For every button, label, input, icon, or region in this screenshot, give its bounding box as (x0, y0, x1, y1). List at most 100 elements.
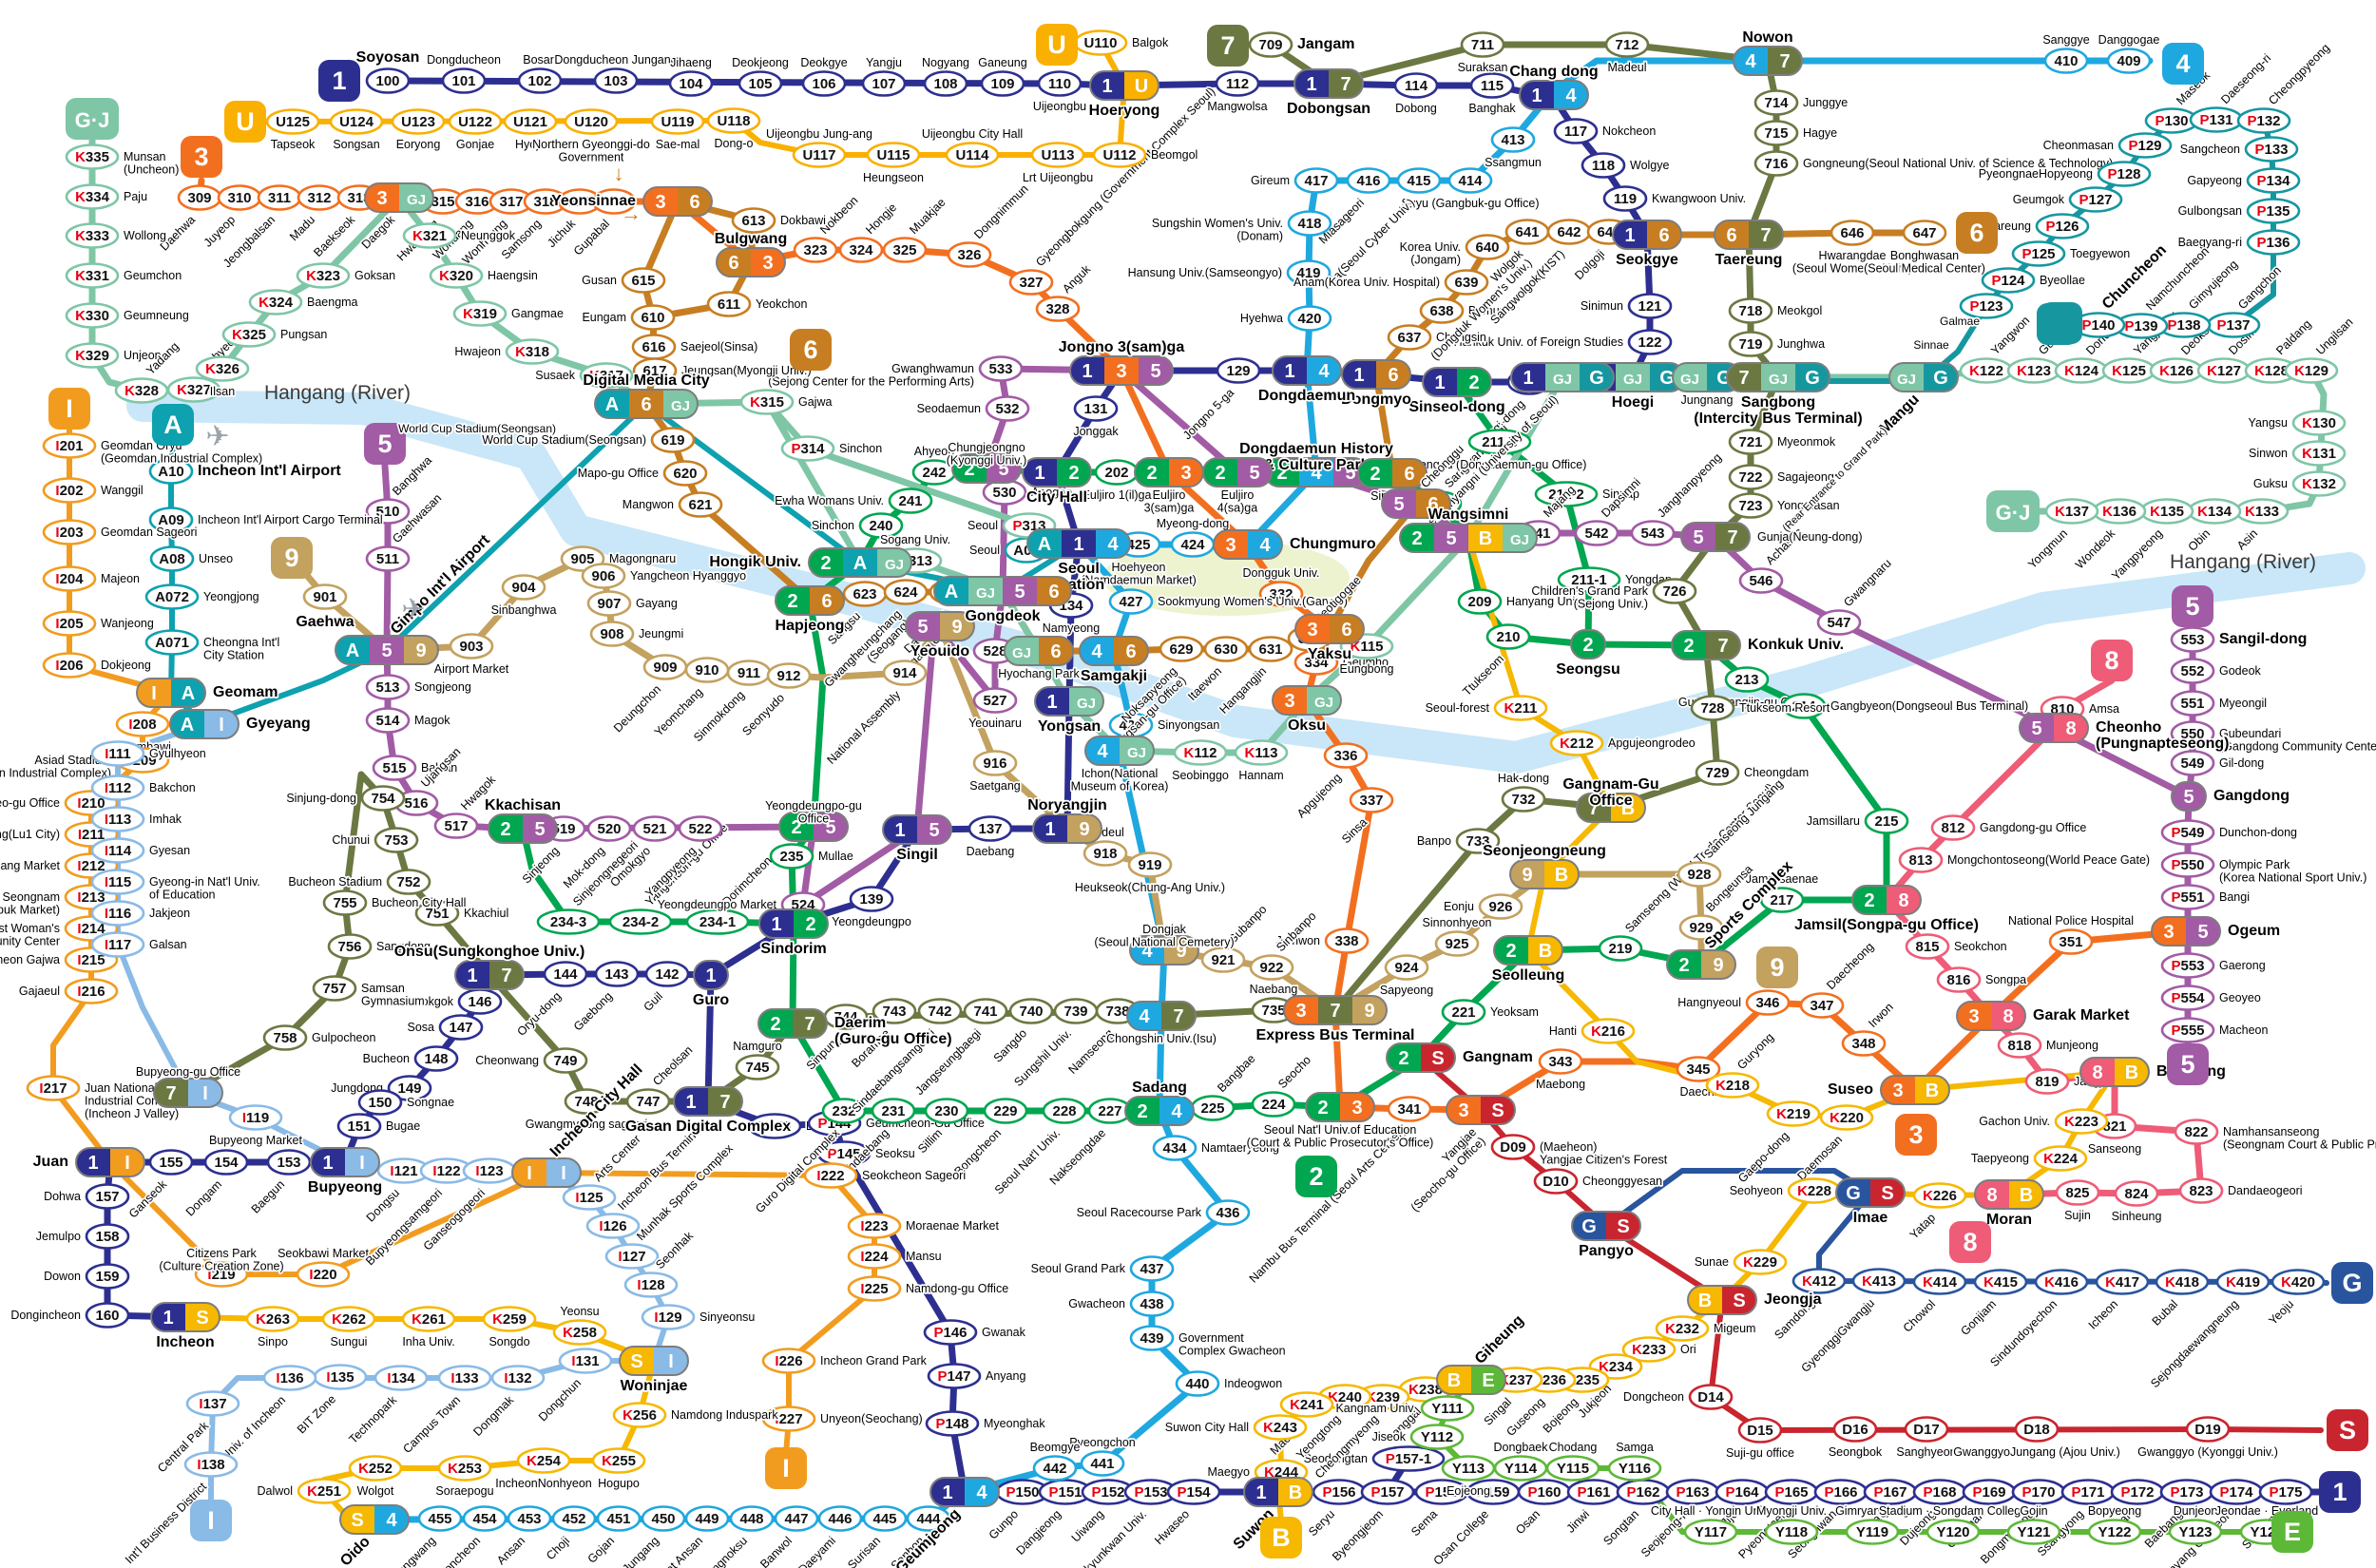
station-424: 424 (1170, 531, 1216, 558)
svg-text:G: G (1805, 368, 1820, 389)
svg-text:740: 740 (1019, 1004, 1043, 1020)
station-455: 455 (417, 1505, 463, 1532)
station-label: Seo-gu Office (0, 796, 60, 810)
svg-text:P159: P159 (1476, 1484, 1509, 1501)
station-312: 312 (297, 184, 342, 211)
svg-text:A071: A071 (155, 635, 189, 651)
svg-text:323: 323 (803, 242, 827, 258)
station-label: Myeonmok (1777, 435, 1836, 449)
svg-text:GJ: GJ (1769, 372, 1788, 388)
svg-text:6: 6 (689, 192, 699, 213)
station-429: 429 (1108, 712, 1154, 738)
svg-text:7: 7 (719, 1092, 730, 1113)
svg-text:1: 1 (322, 1153, 333, 1174)
svg-text:9: 9 (1770, 953, 1784, 982)
station-924: 924 (1384, 954, 1429, 981)
station-label: Inha Univ. (402, 1335, 454, 1348)
station-438: 438 (1129, 1291, 1175, 1317)
svg-text:6: 6 (641, 394, 651, 415)
svg-text:P128: P128 (2107, 166, 2140, 182)
station-436: 436 (1205, 1199, 1251, 1226)
svg-text:K134: K134 (2197, 504, 2232, 520)
svg-text:6: 6 (1658, 225, 1669, 246)
station-Y115: Y115 (1545, 1455, 1600, 1482)
station-K228: K228 (1787, 1177, 1842, 1204)
station-I126: I126 (585, 1213, 641, 1239)
station-label: Songnae (407, 1096, 454, 1109)
svg-text:Y120: Y120 (1936, 1524, 1969, 1540)
svg-text:410: 410 (2054, 53, 2078, 69)
svg-text:K417: K417 (2105, 1274, 2139, 1291)
station-K259: K259 (482, 1306, 537, 1332)
station-I115: I115 (90, 869, 145, 895)
svg-text:318: 318 (533, 194, 557, 210)
station-P162: P162 (1616, 1479, 1671, 1505)
svg-text:GJ: GJ (1553, 372, 1572, 388)
station-label: Bangi (2219, 890, 2250, 904)
svg-text:P169: P169 (1972, 1484, 2005, 1501)
station-label: Yeouido (910, 643, 969, 660)
svg-text:3: 3 (762, 253, 773, 274)
svg-text:K219: K219 (1776, 1106, 1811, 1122)
station-K416: K416 (2034, 1269, 2089, 1295)
svg-text:735: 735 (1261, 1003, 1285, 1019)
svg-text:G·J: G·J (75, 108, 110, 132)
station-K134: K134 (2187, 498, 2242, 525)
svg-text:5: 5 (381, 641, 392, 661)
station-label: Majeon (101, 572, 140, 585)
station-label: Junghwa (1777, 337, 1825, 351)
station-K329: K329 (65, 342, 120, 369)
svg-text:I: I (207, 1506, 215, 1535)
svg-text:437: 437 (1140, 1261, 1163, 1277)
station-A09: A09 (148, 507, 194, 533)
station-label: Sinimun (1581, 299, 1623, 313)
svg-text:440: 440 (1185, 1376, 1209, 1392)
station-K113: K113 (1234, 739, 1289, 766)
svg-text:P130: P130 (2155, 113, 2188, 129)
station-label: Hyehwa (1240, 312, 1283, 325)
station-label: Songsan (333, 138, 379, 151)
svg-text:I111: I111 (105, 746, 131, 762)
svg-text:5: 5 (534, 819, 545, 840)
svg-text:3: 3 (1284, 691, 1294, 712)
svg-text:214: 214 (1792, 698, 1816, 715)
station-D19: D19 (2185, 1416, 2231, 1443)
svg-text:337: 337 (1359, 793, 1383, 809)
station-K127: K127 (2196, 357, 2251, 384)
line-badge-I: I (190, 1500, 232, 1541)
svg-text:211-1: 211-1 (1571, 572, 1607, 588)
station-label: Geumneung (124, 309, 189, 322)
station-758: 758 (262, 1024, 308, 1051)
svg-text:I134: I134 (387, 1370, 415, 1386)
station-K414: K414 (1912, 1269, 1967, 1295)
svg-text:547: 547 (1827, 615, 1850, 631)
station-label: Amsa (2089, 702, 2119, 716)
station-label: Baegyang-ri (2178, 236, 2242, 249)
station-label: Godeok (2219, 664, 2262, 678)
station-Y119: Y119 (1845, 1519, 1900, 1545)
svg-text:242: 242 (922, 465, 946, 481)
svg-text:1: 1 (1523, 368, 1533, 389)
svg-text:438: 438 (1140, 1296, 1163, 1312)
station-label: Nogyang (922, 56, 969, 69)
station-label: Seoksu (875, 1147, 915, 1160)
svg-text:5: 5 (377, 430, 392, 458)
svg-text:I114: I114 (105, 843, 132, 859)
station-K420: K420 (2271, 1269, 2326, 1295)
svg-text:6: 6 (1125, 641, 1136, 662)
svg-text:447: 447 (784, 1511, 808, 1527)
svg-text:925: 925 (1445, 936, 1468, 952)
station-label: Konkuk Univ. (1748, 637, 1844, 653)
station-K317: K317 (579, 362, 634, 389)
svg-text:A: A (853, 553, 867, 574)
station-label: Aeogae (1031, 486, 1072, 499)
station-K136: K136 (2092, 498, 2147, 525)
